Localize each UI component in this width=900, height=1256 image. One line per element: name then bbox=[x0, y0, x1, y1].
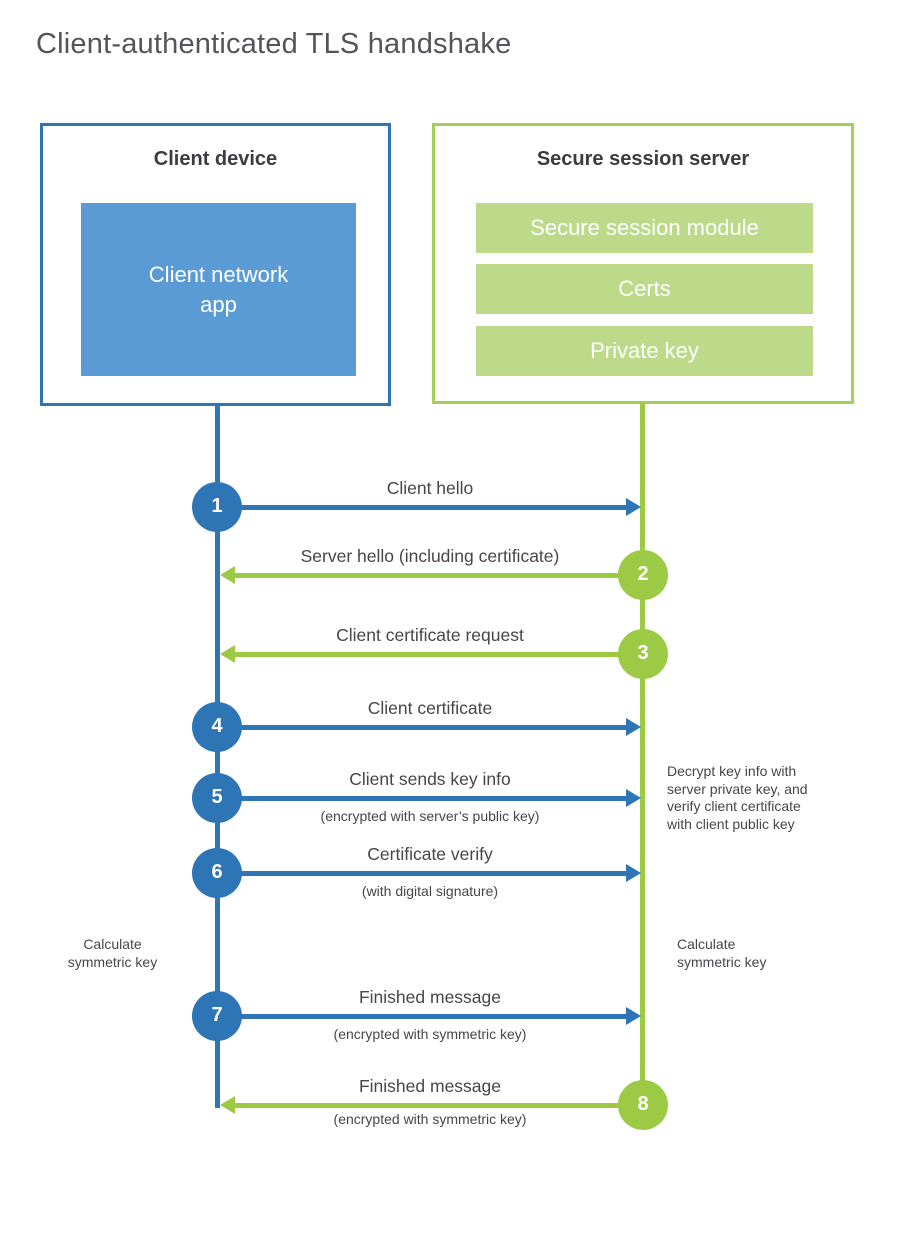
message-label: Client certificate request bbox=[336, 625, 524, 645]
message-arrow bbox=[218, 1014, 628, 1019]
client-network-app-box: Client network app bbox=[81, 203, 356, 376]
decrypt-key-note: Decrypt key info with server private key… bbox=[667, 763, 808, 832]
server-module-secure-session: Secure session module bbox=[476, 203, 813, 253]
client-device-box: Client device Client network app bbox=[40, 123, 391, 406]
arrowhead-right-icon bbox=[626, 789, 641, 807]
arrowhead-right-icon bbox=[626, 1007, 641, 1025]
calculate-symmetric-key-note-server: Calculate symmetric key bbox=[677, 936, 767, 970]
calculate-symmetric-key-note-client: Calculate symmetric key bbox=[67, 936, 158, 970]
message-label: Server hello (including certificate) bbox=[300, 546, 560, 566]
client-device-title: Client device bbox=[153, 148, 278, 170]
step-badge: 1 bbox=[192, 482, 242, 532]
message-label: Client hello bbox=[386, 478, 474, 498]
secure-session-server-box: Secure session server Secure session mod… bbox=[432, 123, 854, 404]
server-module-certs: Certs bbox=[476, 264, 813, 314]
message-arrow bbox=[218, 505, 628, 510]
message-label: Finished message bbox=[358, 987, 502, 1007]
arrowhead-right-icon bbox=[626, 498, 641, 516]
secure-session-server-title: Secure session server bbox=[536, 148, 750, 170]
message-sublabel: (encrypted with server’s public key) bbox=[320, 808, 540, 824]
step-badge: 4 bbox=[192, 702, 242, 752]
arrowhead-left-icon bbox=[220, 645, 235, 663]
page-title: Client-authenticated TLS handshake bbox=[36, 28, 512, 60]
message-sublabel: (with digital signature) bbox=[361, 883, 499, 899]
step-badge: 2 bbox=[618, 550, 668, 600]
step-badge: 6 bbox=[192, 848, 242, 898]
step-badge: 7 bbox=[192, 991, 242, 1041]
arrowhead-right-icon bbox=[626, 864, 641, 882]
step-badge: 3 bbox=[618, 629, 668, 679]
message-arrow bbox=[233, 573, 640, 578]
message-arrow bbox=[233, 652, 640, 657]
server-lifeline bbox=[640, 403, 645, 1110]
arrowhead-left-icon bbox=[220, 1096, 235, 1114]
message-arrow bbox=[218, 796, 628, 801]
message-label: Client sends key info bbox=[349, 769, 511, 789]
message-label: Finished message bbox=[358, 1076, 502, 1096]
server-module-private-key: Private key bbox=[476, 326, 813, 376]
message-label: Client certificate bbox=[367, 698, 493, 718]
message-arrow bbox=[233, 1103, 640, 1108]
message-sublabel: (encrypted with symmetric key) bbox=[333, 1111, 527, 1127]
step-badge: 8 bbox=[618, 1080, 668, 1130]
arrowhead-right-icon bbox=[626, 718, 641, 736]
message-arrow bbox=[218, 871, 628, 876]
arrowhead-left-icon bbox=[220, 566, 235, 584]
message-sublabel: (encrypted with symmetric key) bbox=[333, 1026, 527, 1042]
client-lifeline bbox=[215, 405, 220, 1108]
step-badge: 5 bbox=[192, 773, 242, 823]
message-label: Certificate verify bbox=[367, 844, 493, 864]
message-arrow bbox=[218, 725, 628, 730]
